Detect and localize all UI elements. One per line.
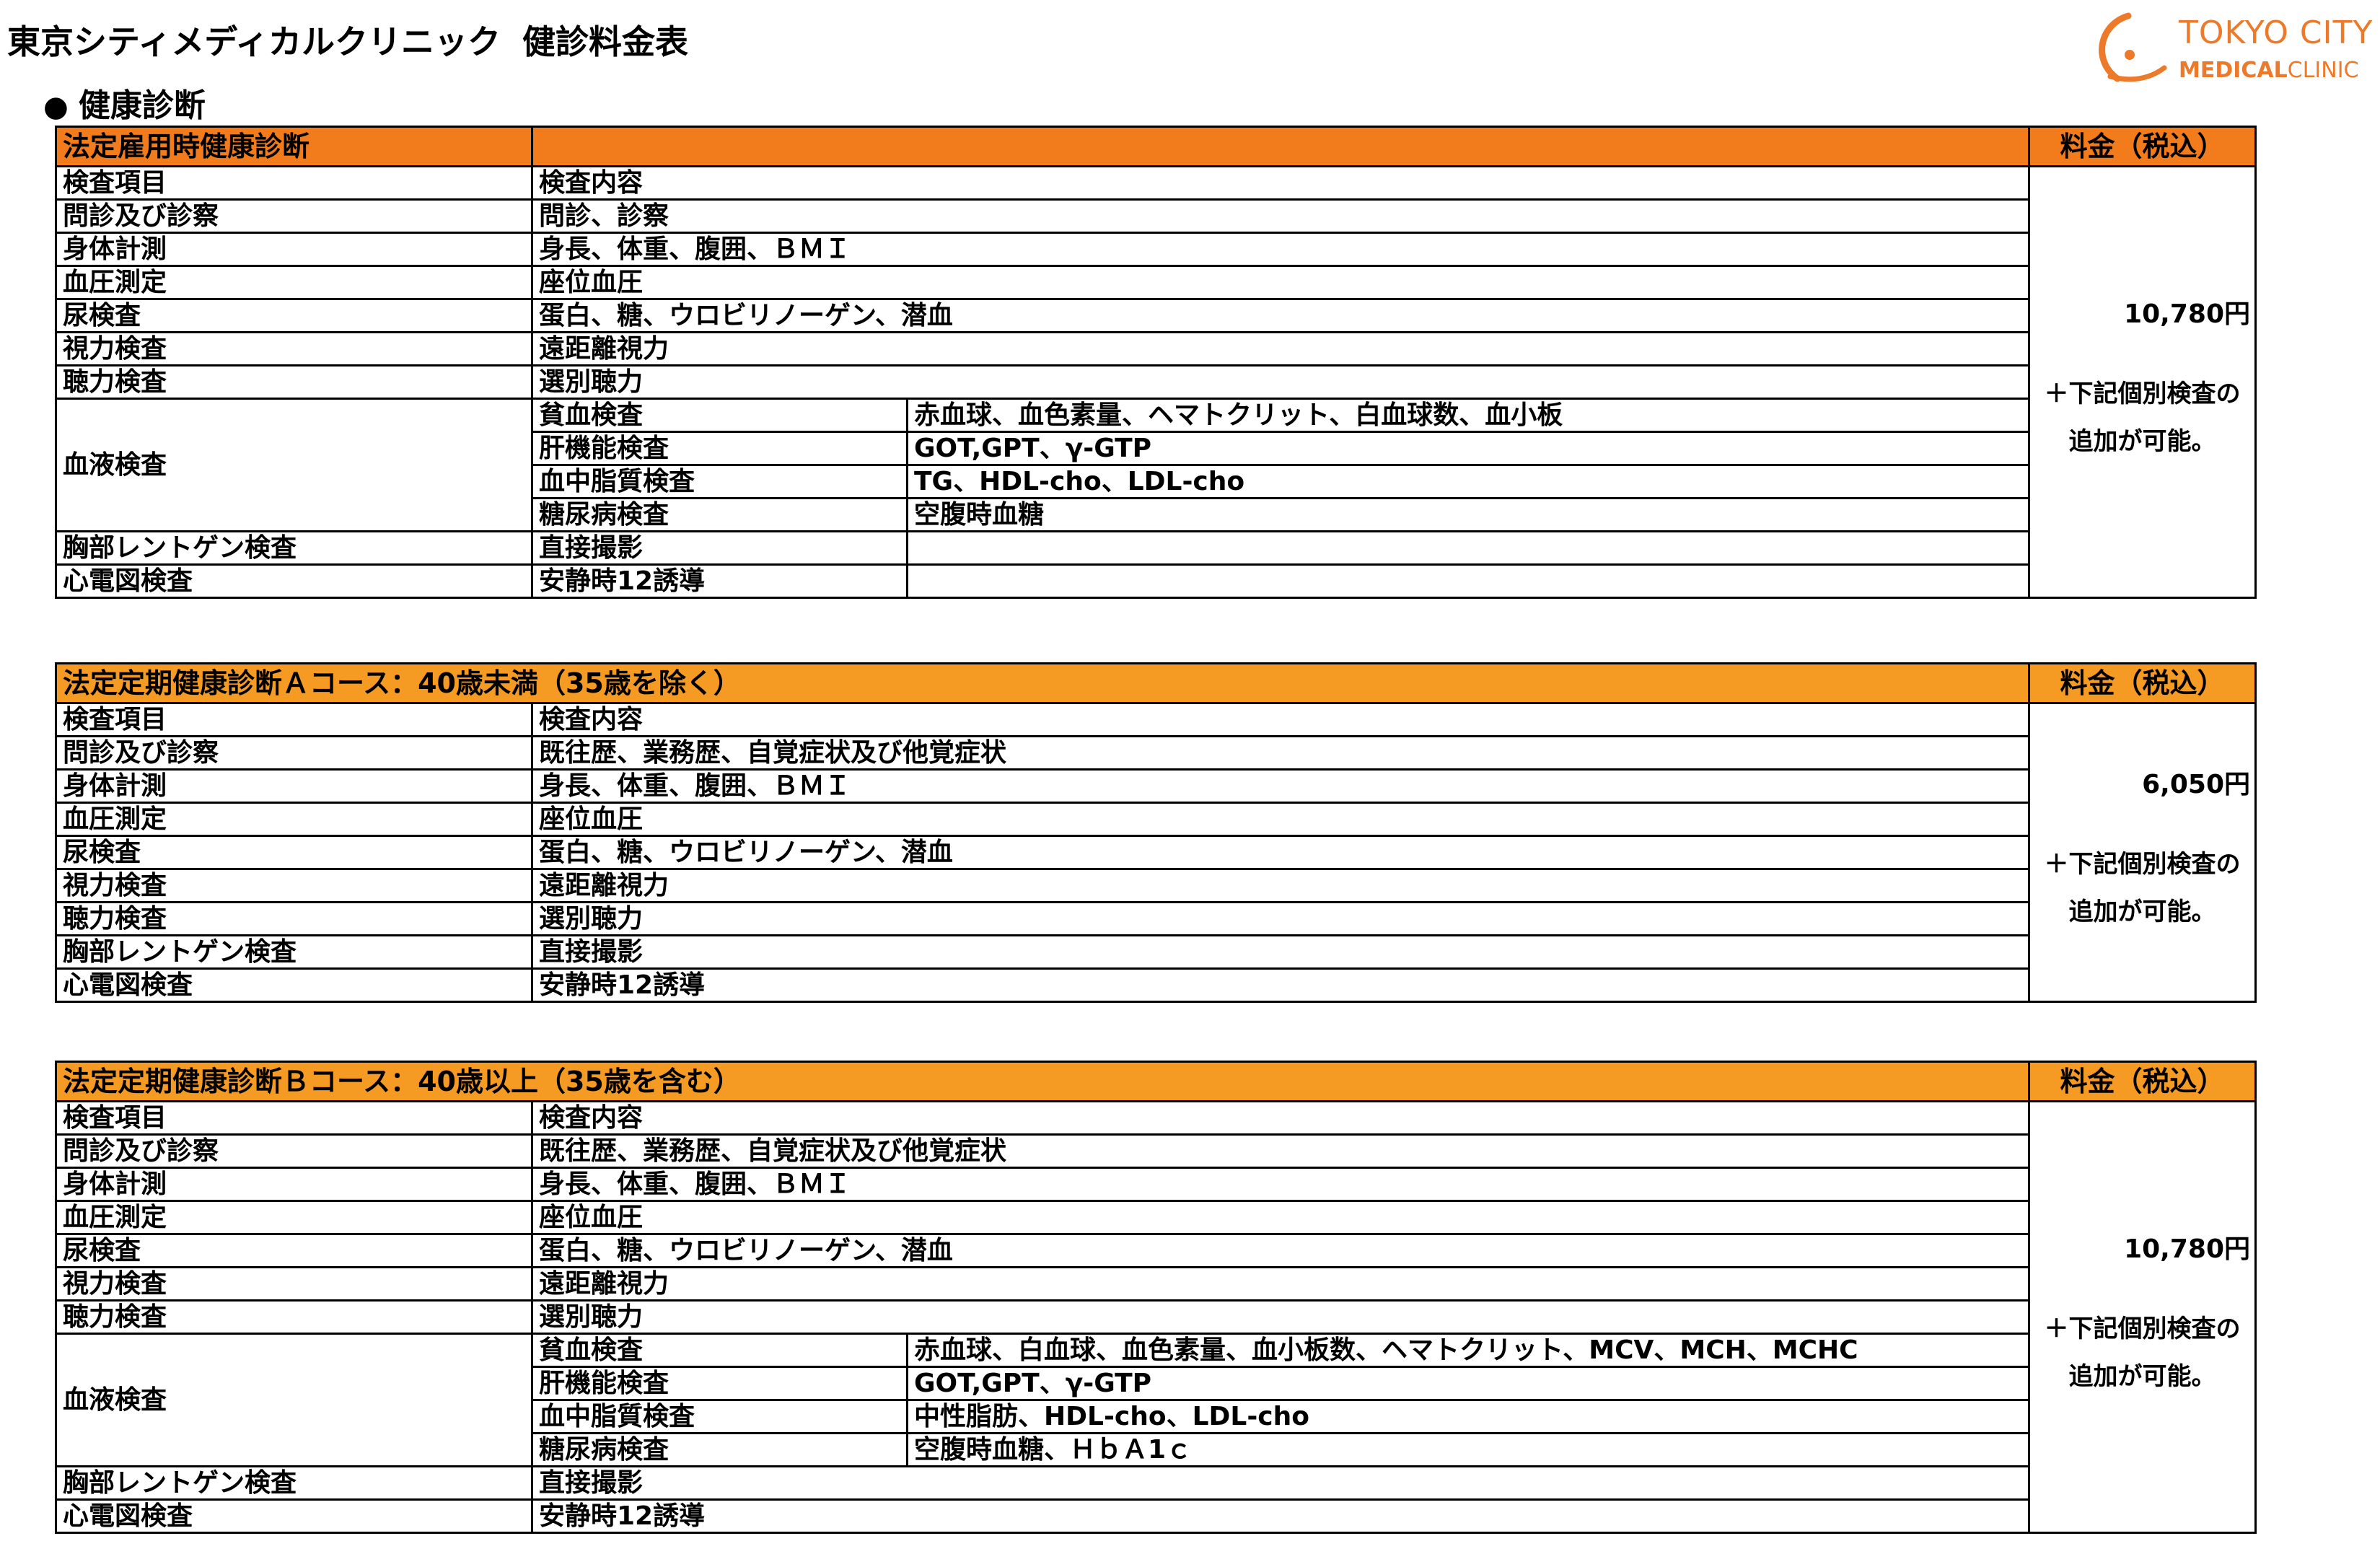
col-header-content: 検査内容 (531, 702, 2030, 737)
price-header: 料金（税込） (2028, 1061, 2257, 1102)
table-row: 視力検査遠距離視力 (55, 868, 2256, 903)
table-row: 問診及び診察既往歴、業務歴、自覚症状及び他覚症状 (55, 735, 2256, 771)
table-row: 胸部レントゲン検査直接撮影 (55, 1465, 2256, 1501)
table-row: 糖尿病検査空腹時血糖、ＨｂＡ1ｃ (56, 1432, 2256, 1467)
table-row: 問診及び診察問診、診察 (55, 198, 2256, 234)
table-row: 聴力検査選別聴力 (55, 901, 2256, 936)
table-title: 法定定期健康診断Ｂコース：40歳以上（35歳を含む） (55, 1061, 2030, 1102)
table-row: 血圧測定座位血圧 (55, 1200, 2256, 1235)
price-header: 料金（税込） (2028, 126, 2257, 167)
exam-table-course-b: 法定定期健康診断Ｂコース：40歳以上（35歳を含む） 料金（税込） 検査項目 検… (55, 1061, 2257, 1534)
bullet-icon: ● (43, 90, 69, 123)
table-row: 血圧測定座位血圧 (55, 265, 2256, 300)
document-title: 健診料金表 (522, 22, 689, 61)
page-title: 東京シティメディカルクリニック健診料金表 (7, 16, 710, 63)
table-row: 血中脂質検査中性脂肪、HDL-cho、LDL-cho (56, 1399, 2256, 1434)
price-header: 料金（税込） (2028, 662, 2257, 704)
table-row: 視力検査遠距離視力 (55, 331, 2256, 366)
table-title: 法定定期健康診断Ａコース：40歳未満（35歳を除く） (55, 662, 2030, 704)
clinic-logo: TOKYO CITY MEDICALCLINIC (2078, 10, 2379, 89)
table-row: 血液検査 貧血検査赤血球、血色素量、ヘマトクリット、白血球数、血小板 (55, 398, 2256, 532)
price-cell: 6,050円 ＋下記個別検査の追加が可能。 (2028, 702, 2257, 1003)
table-row: 身体計測身長、体重、腹囲、ＢＭＩ (55, 232, 2256, 267)
table-row: 尿検査蛋白、糖、ウロビリノーゲン、潜血 (55, 298, 2256, 333)
table-title: 法定雇用時健康診断 (55, 126, 533, 167)
price-amount: 6,050円 (2142, 769, 2250, 799)
clinic-name: 東京シティメディカルクリニック (7, 22, 501, 61)
table-row: 尿検査蛋白、糖、ウロビリノーゲン、潜血 (55, 835, 2256, 870)
table-row: 心電図検査安静時12誘導 (55, 563, 2256, 599)
price-cell: 10,780円 ＋下記個別検査の追加が可能。 (2028, 165, 2257, 599)
table-row: 心電図検査安静時12誘導 (55, 967, 2256, 1003)
col-header-item: 検査項目 (55, 702, 533, 737)
price-cell: 10,780円 ＋下記個別検査の追加が可能。 (2028, 1100, 2257, 1534)
col-header-item: 検査項目 (55, 1100, 533, 1136)
table-row: 聴力検査選別聴力 (55, 364, 2256, 400)
table-row: 糖尿病検査空腹時血糖 (56, 497, 2256, 532)
exam-table-course-a: 法定定期健康診断Ａコース：40歳未満（35歳を除く） 料金（税込） 検査項目 検… (55, 662, 2257, 1003)
blood-test-label: 血液検査 (55, 398, 533, 532)
table-row: 胸部レントゲン検査直接撮影 (55, 530, 2256, 566)
table-row: 胸部レントゲン検査直接撮影 (55, 934, 2256, 970)
blood-test-label: 血液検査 (55, 1333, 533, 1467)
table-row: 血圧測定座位血圧 (55, 802, 2256, 837)
logo-text-line2: MEDICALCLINIC (2179, 58, 2359, 83)
table-row: 視力検査遠距離視力 (55, 1266, 2256, 1302)
table-row: 心電図検査安静時12誘導 (55, 1498, 2256, 1534)
section-title: 健康診断 (78, 87, 206, 124)
price-note: ＋下記個別検査の追加が可能。 (2044, 379, 2241, 456)
logo-text-line1: TOKYO CITY (2179, 14, 2374, 51)
table-row: 尿検査蛋白、糖、ウロビリノーゲン、潜血 (55, 1233, 2256, 1268)
price-note: ＋下記個別検査の追加が可能。 (2044, 849, 2241, 926)
price-note: ＋下記個別検査の追加が可能。 (2044, 1314, 2241, 1391)
table-row: 身体計測身長、体重、腹囲、ＢＭＩ (55, 768, 2256, 804)
table-row: 身体計測身長、体重、腹囲、ＢＭＩ (55, 1167, 2256, 1202)
col-header-item: 検査項目 (55, 165, 533, 201)
table-row: 血液検査 貧血検査赤血球、白血球、血色素量、血小板数、ヘマトクリット、MCV、M… (55, 1333, 2256, 1467)
table-row: 聴力検査選別聴力 (55, 1299, 2256, 1335)
section-heading: ● 健康診断 (43, 79, 206, 126)
exam-table-employment: 法定雇用時健康診断 料金（税込） 検査項目 検査内容 10,780円 ＋下記個別… (55, 126, 2257, 599)
col-header-content: 検査内容 (531, 165, 2030, 201)
col-header-content: 検査内容 (531, 1100, 2030, 1136)
logo-mark-icon (2099, 12, 2167, 82)
price-amount: 10,780円 (2124, 1234, 2250, 1264)
price-amount: 10,780円 (2124, 299, 2250, 329)
table-row: 問診及び診察既往歴、業務歴、自覚症状及び他覚症状 (55, 1133, 2256, 1169)
